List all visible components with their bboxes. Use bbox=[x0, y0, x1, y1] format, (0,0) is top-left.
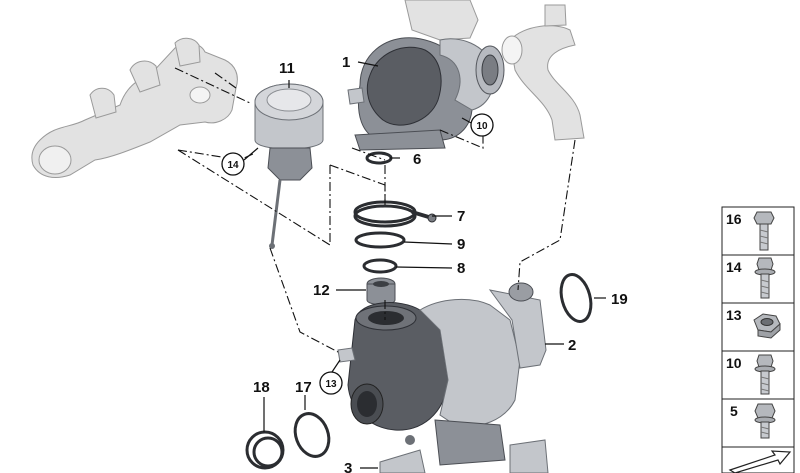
bracket-3 bbox=[379, 449, 426, 473]
callout-8: 8 bbox=[457, 260, 465, 277]
callout-9: 9 bbox=[457, 236, 465, 253]
bracket-lower-right bbox=[509, 439, 549, 473]
flange-bolt-icon bbox=[754, 257, 776, 299]
wastegate-actuator bbox=[254, 83, 324, 249]
svg-text:14: 14 bbox=[227, 160, 239, 171]
flange-bolt-icon bbox=[754, 354, 776, 395]
arrow-icon bbox=[728, 450, 792, 473]
adapter-sleeve-12 bbox=[366, 277, 396, 305]
upper-turbocharger bbox=[347, 0, 505, 151]
callout-19: 19 bbox=[611, 291, 628, 308]
charge-air-pipe bbox=[501, 4, 585, 141]
callout-7: 7 bbox=[457, 208, 465, 225]
callout-6: 6 bbox=[413, 151, 421, 168]
hex-bolt-icon bbox=[753, 211, 775, 251]
callout-11: 11 bbox=[279, 60, 295, 77]
callout-17: 17 bbox=[295, 379, 312, 396]
legend-label-10: 10 bbox=[726, 355, 742, 371]
leader-lines bbox=[243, 61, 606, 469]
callout-13: 13 bbox=[319, 371, 343, 395]
callout-3: 3 bbox=[344, 460, 352, 473]
legend-label-5: 5 bbox=[730, 403, 738, 419]
svg-text:13: 13 bbox=[325, 379, 337, 390]
seal-ring-8 bbox=[362, 258, 398, 274]
legend-label-13: 13 bbox=[726, 307, 742, 323]
svg-text:10: 10 bbox=[476, 121, 488, 132]
seal-ring-19 bbox=[559, 273, 593, 323]
seal-ring-17 bbox=[293, 412, 331, 458]
fastener-legend: 16 14 13 10 5 bbox=[721, 206, 795, 473]
hex-nut-icon bbox=[753, 313, 781, 339]
callout-10: 10 bbox=[470, 113, 494, 137]
legend-label-16: 16 bbox=[726, 211, 742, 227]
exhaust-manifold bbox=[31, 37, 238, 178]
callout-12: 12 bbox=[313, 282, 330, 299]
legend-label-14: 14 bbox=[726, 259, 742, 275]
callout-2: 2 bbox=[568, 337, 576, 354]
v-band-clamp-7 bbox=[353, 200, 437, 228]
callout-14: 14 bbox=[221, 152, 245, 176]
short-bolt-icon bbox=[754, 403, 776, 439]
v-band-clamp-18 bbox=[245, 430, 285, 470]
callout-18: 18 bbox=[253, 379, 270, 396]
lower-turbocharger bbox=[337, 282, 547, 466]
callout-1: 1 bbox=[342, 54, 350, 71]
seal-ring-9 bbox=[354, 231, 406, 249]
